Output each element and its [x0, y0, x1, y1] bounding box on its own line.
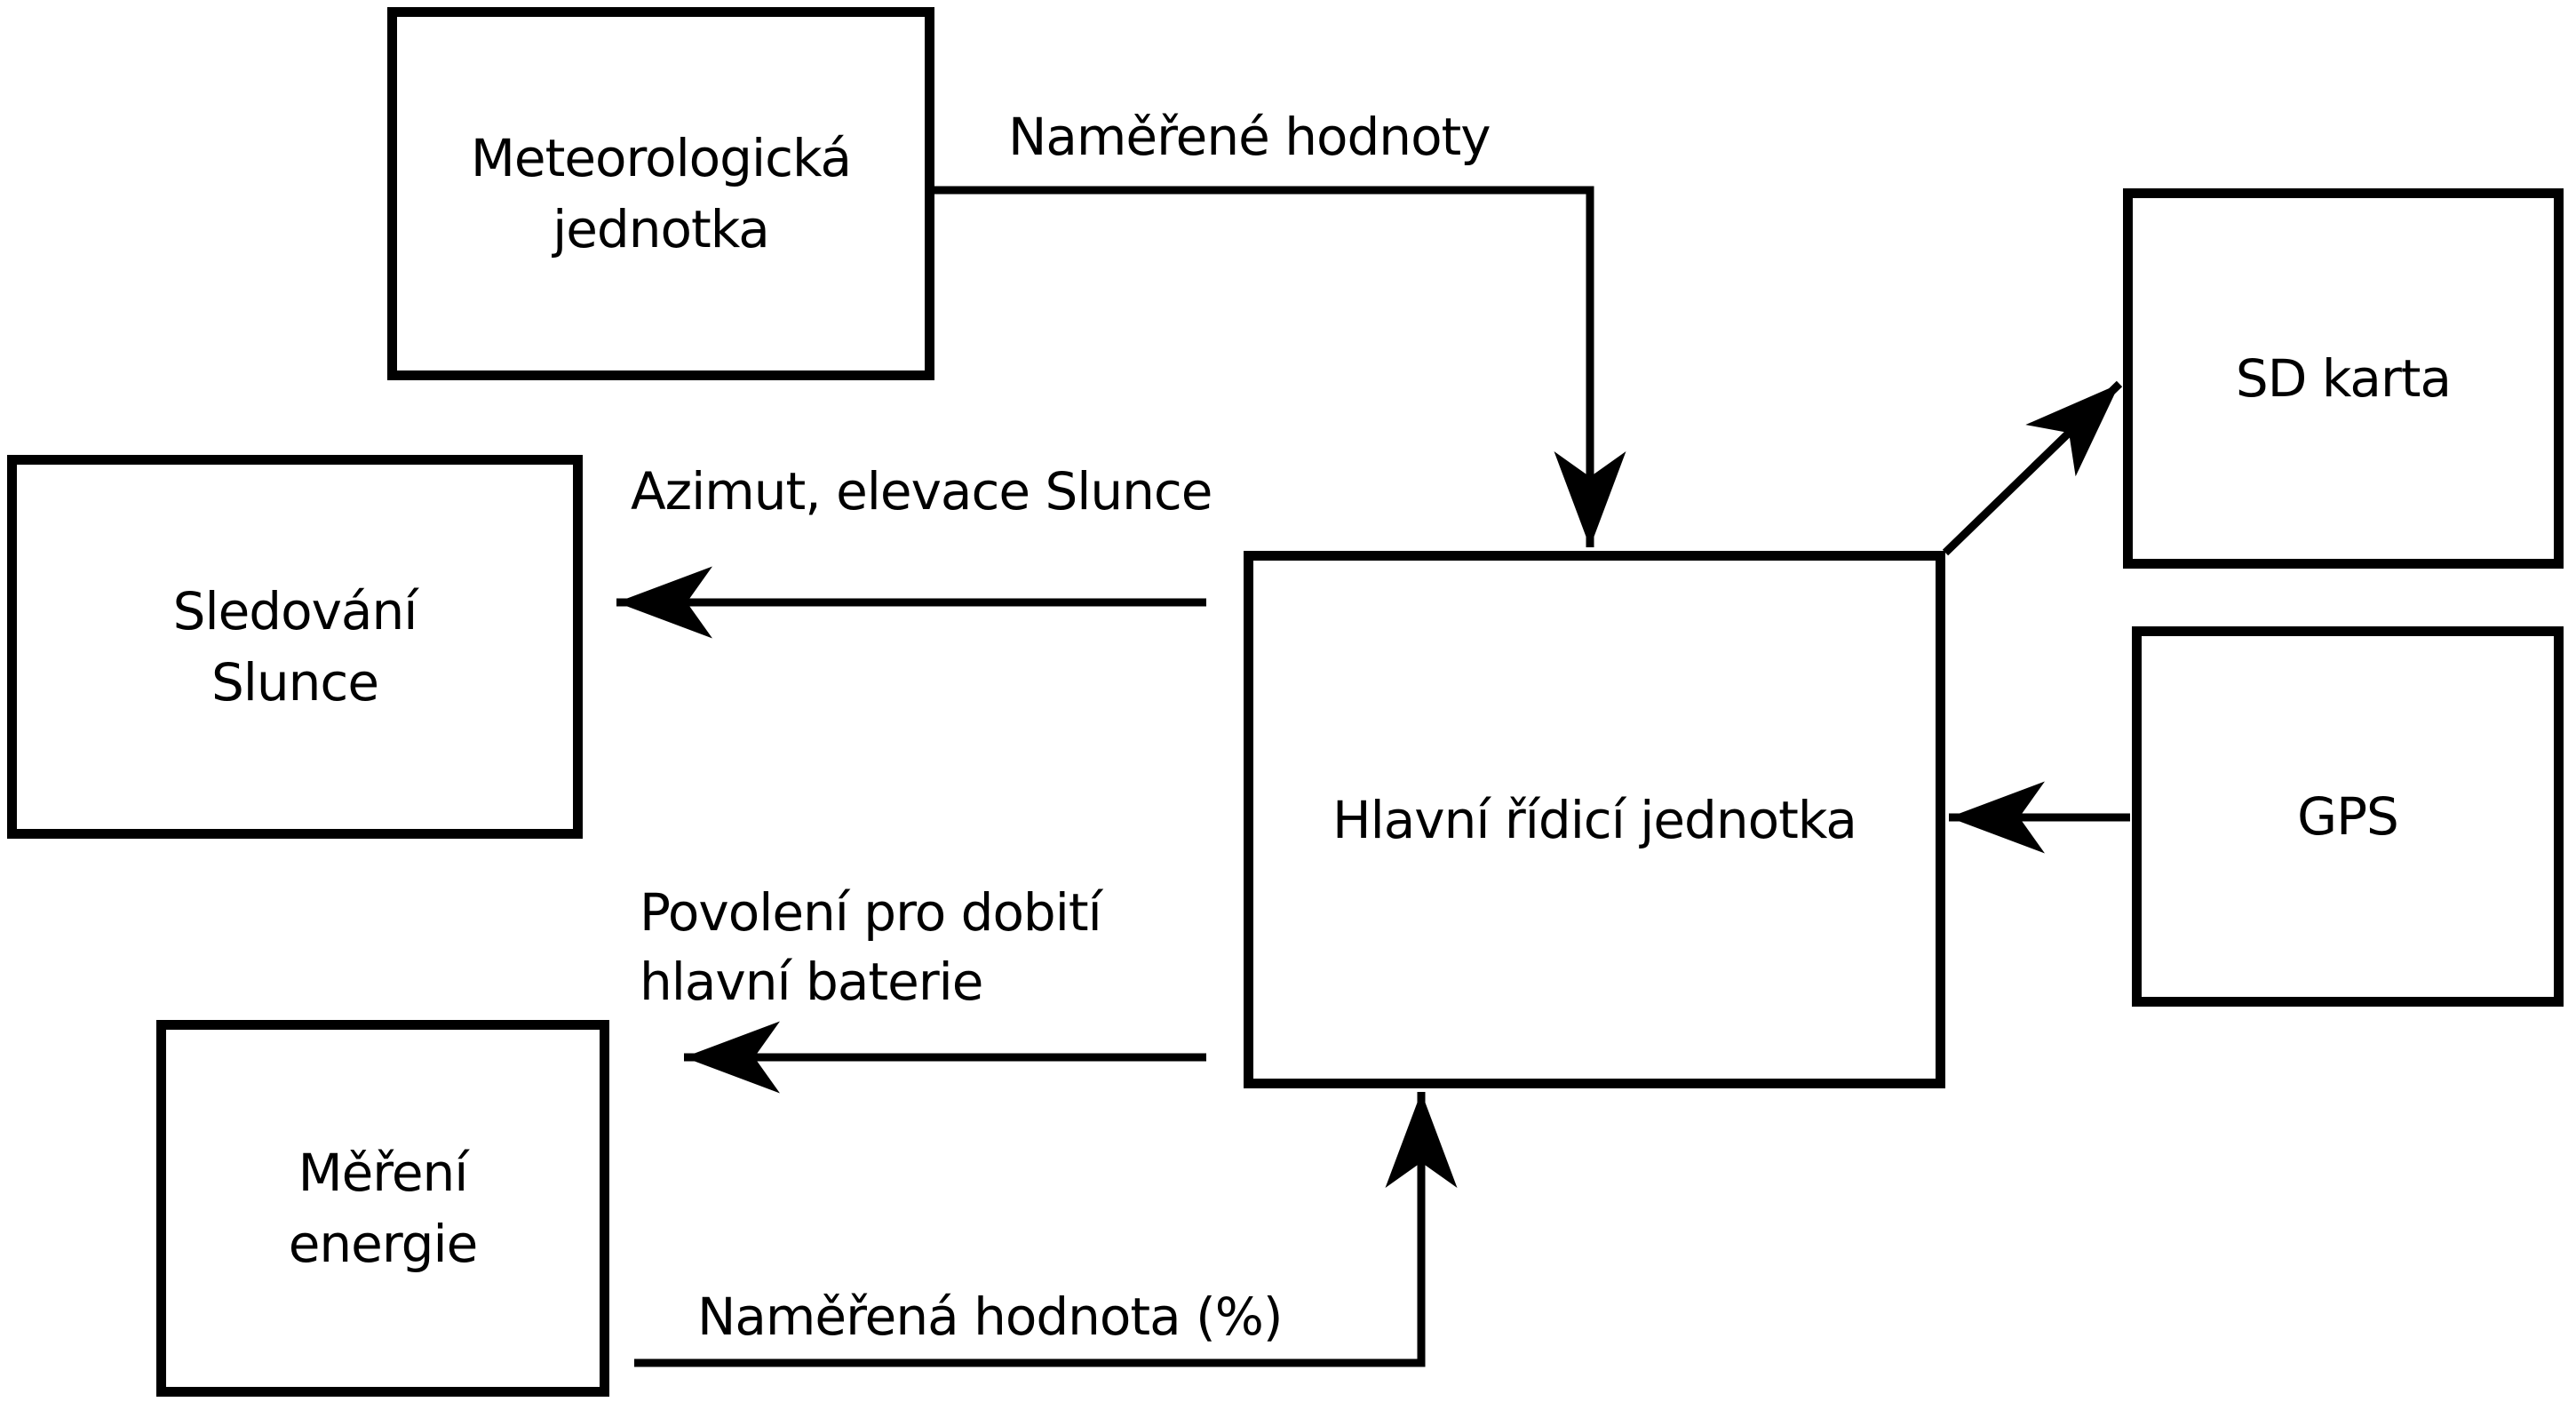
edge-meteo-to-hlavni: [934, 186, 1626, 547]
node-label-sd-karta: SD karta: [2235, 348, 2452, 409]
edge-label-namerena-hodnota: Naměřená hodnota (%): [697, 1286, 1283, 1347]
node-gps: GPS: [2132, 626, 2564, 1007]
node-sd-karta: SD karta: [2123, 188, 2564, 569]
node-label-sledovani-slunce: Sledování Slunce: [172, 581, 418, 713]
node-label-mereni-energie: Měření energie: [288, 1143, 479, 1274]
node-meteorologicka-jednotka: Meteorologická jednotka: [387, 7, 934, 380]
edge-label-povoleni-pro-dobiti: Povolení pro dobití hlavní baterie: [640, 882, 1102, 1012]
node-label-hlavni-ridici-jednotka: Hlavní řídicí jednotka: [1332, 789, 1857, 850]
node-sledovani-slunce: Sledování Slunce: [7, 455, 583, 839]
node-mereni-energie: Měření energie: [156, 1020, 609, 1397]
edge-label-namerene-hodnoty: Naměřené hodnoty: [1008, 107, 1491, 167]
node-label-gps: GPS: [2297, 786, 2399, 847]
node-label-meteorologicka-jednotka: Meteorologická jednotka: [470, 128, 852, 259]
node-hlavni-ridici-jednotka: Hlavní řídicí jednotka: [1244, 551, 1945, 1088]
edge-label-azimut-elevace-slunce: Azimut, elevace Slunce: [631, 461, 1212, 522]
edge-mereni-to-hlavni: [634, 1092, 1458, 1367]
edge-hlavni-to-sd: [1942, 380, 2123, 556]
